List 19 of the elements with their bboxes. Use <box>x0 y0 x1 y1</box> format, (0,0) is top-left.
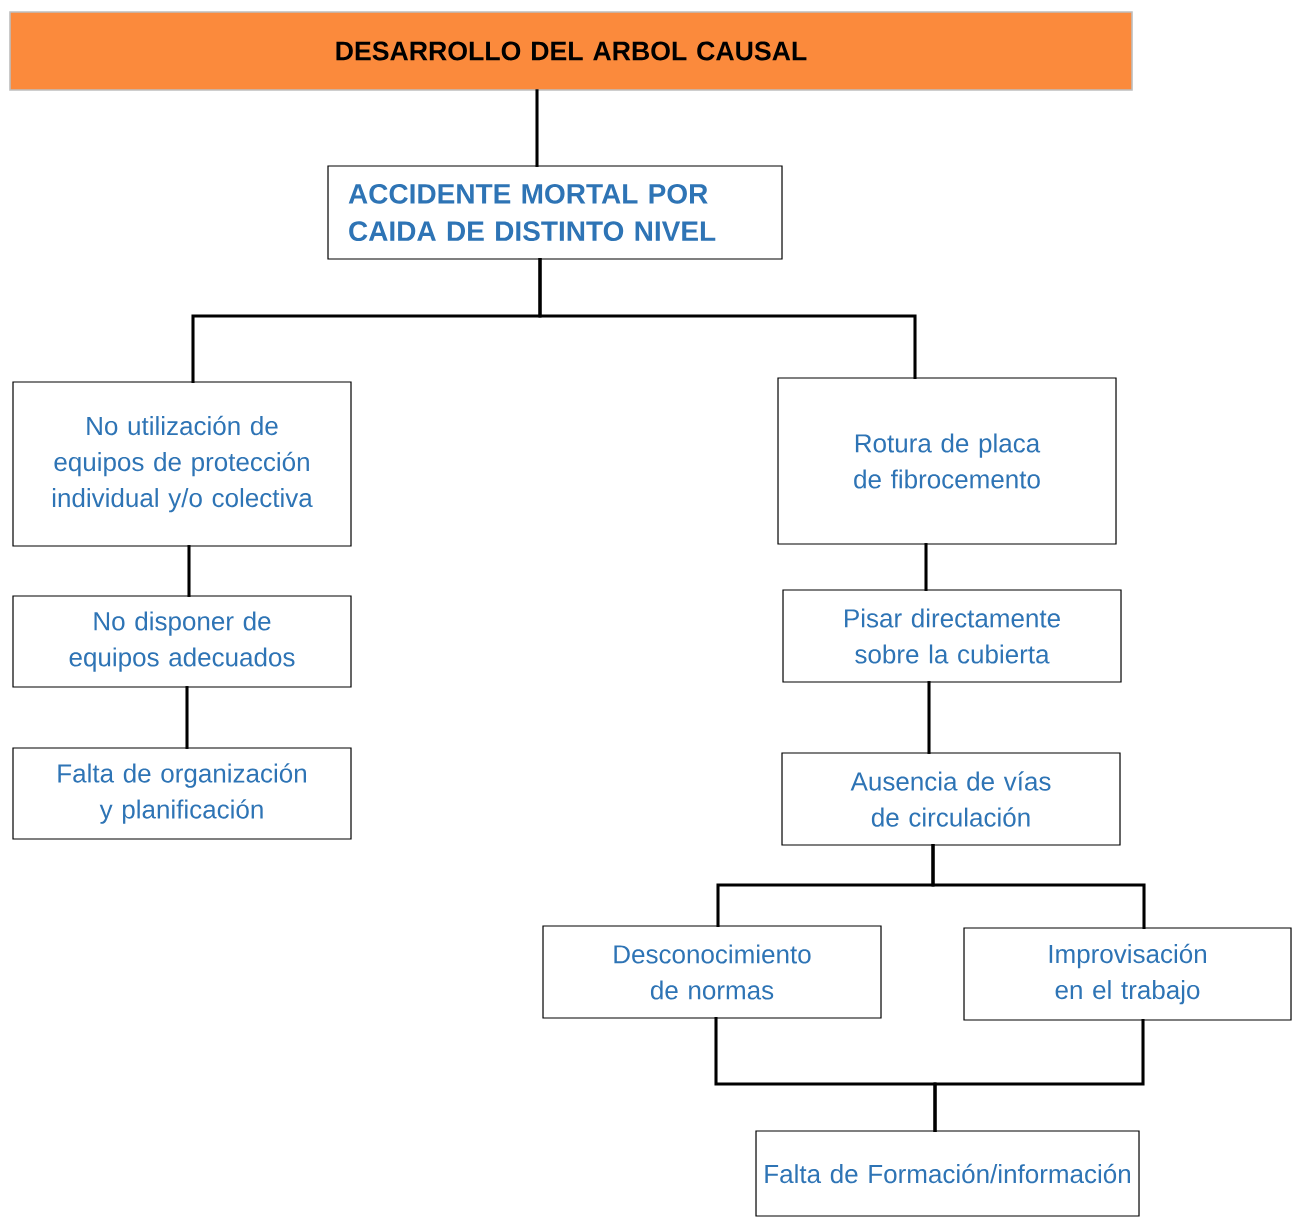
connector-line <box>538 258 917 379</box>
cause-box: Falta de organización y planificación <box>12 747 352 840</box>
cause-box: Falta de Formación/información <box>755 1130 1140 1217</box>
connector-line <box>187 545 191 597</box>
cause-box: Improvisación en el trabajo <box>963 927 1292 1021</box>
cause-box: No disponer de equipos adecuados <box>12 595 352 688</box>
event-box: ACCIDENTE MORTAL POR CAIDA DE DISTINTO NIVEL <box>327 165 783 260</box>
cause-box: Pisar directamente sobre la cubierta <box>782 589 1122 683</box>
connector-line <box>927 681 931 754</box>
connector-line <box>933 1019 1145 1132</box>
connector-line <box>924 543 928 591</box>
connector-line <box>185 686 189 749</box>
connector-line <box>931 844 1146 929</box>
cause-box: Desconocimiento de normas <box>542 925 882 1019</box>
connector-line <box>535 89 539 167</box>
cause-box: Rotura de placa de fibrocemento <box>777 377 1117 545</box>
cause-box: No utilización de equipos de protección individual y/o colectiva <box>12 381 352 547</box>
title-banner: DESARROLLO DEL ARBOL CAUSAL <box>9 11 1133 91</box>
cause-box: Ausencia de vías de circulación <box>781 752 1121 846</box>
